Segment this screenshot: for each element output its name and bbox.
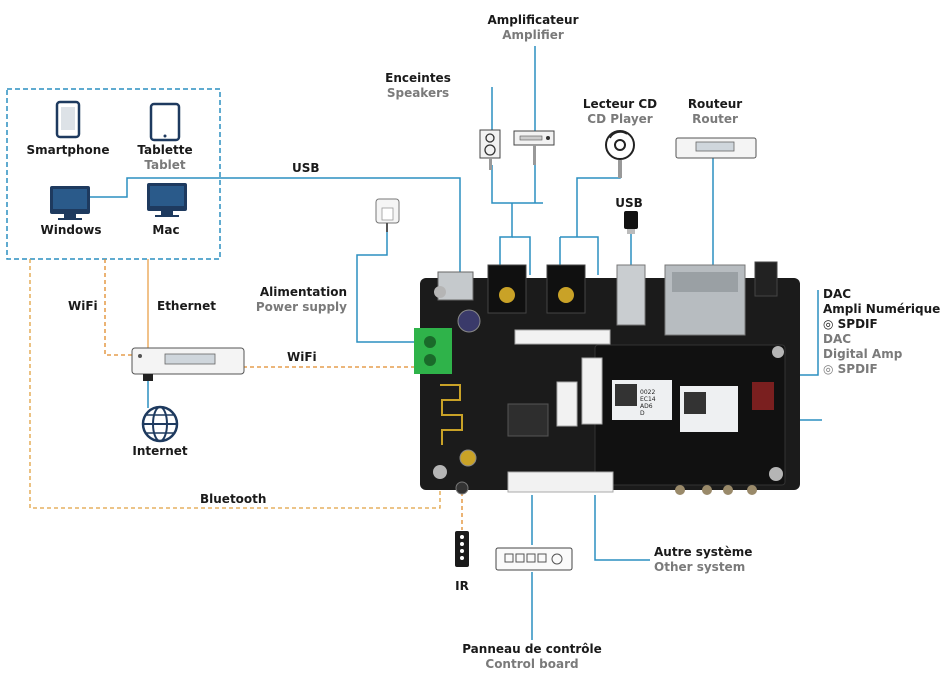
wifi-mid-label: WiFi [287, 350, 317, 364]
amp-jack-line-2 [512, 236, 531, 275]
speakers-icon [479, 129, 501, 170]
wifi-left-line [104, 259, 133, 356]
cd-line [576, 160, 621, 237]
windows-label: Windows [40, 223, 102, 237]
amp-jack-line [499, 203, 513, 275]
chip-code-1: 0022 [640, 389, 655, 396]
router-icon [675, 137, 757, 159]
main-board [414, 261, 800, 495]
amplifier-icon [513, 130, 555, 165]
chip-code-2: EC14 [640, 396, 656, 403]
dac-label: DAC Ampli Numérique ◎ SPDIF DAC Digital … [823, 287, 941, 376]
mac-icon [147, 183, 187, 217]
ir-remote-icon [455, 531, 469, 567]
main-chip [507, 403, 549, 437]
speakers-line [491, 165, 543, 204]
internet-globe-icon [141, 405, 179, 443]
smartphone-icon [55, 100, 81, 139]
control-panel-icon [495, 547, 573, 571]
usb-stick-label: USB [615, 196, 643, 210]
usb-line [89, 177, 461, 282]
cd-jack-line [560, 236, 599, 275]
cd-player-icon [605, 130, 635, 178]
windows-icon [50, 186, 90, 220]
bluetooth-label: Bluetooth [200, 492, 267, 506]
ethernet-label: Ethernet [157, 299, 216, 313]
usb-a-port [616, 264, 646, 326]
other-system-line [594, 495, 650, 561]
ir-label: IR [455, 579, 469, 593]
bluetooth-line [29, 259, 441, 509]
device-group-box [6, 88, 221, 260]
power-terminal [414, 328, 452, 374]
internet-label: Internet [132, 444, 188, 458]
smartphone-label: Smartphone [26, 143, 110, 157]
audio-jack-1 [487, 264, 527, 314]
tablet-icon [149, 102, 181, 142]
chip-code-3: AD6 [640, 403, 653, 410]
chip-code-4: D [640, 410, 645, 417]
usb-link-label: USB [292, 161, 320, 175]
wall-plug-icon [375, 198, 400, 232]
mac-label: Mac [152, 223, 180, 237]
local-router-icon [131, 347, 245, 381]
power-line [356, 232, 420, 343]
wifi-left-label: WiFi [68, 299, 98, 313]
usb-stick-icon [624, 211, 638, 234]
